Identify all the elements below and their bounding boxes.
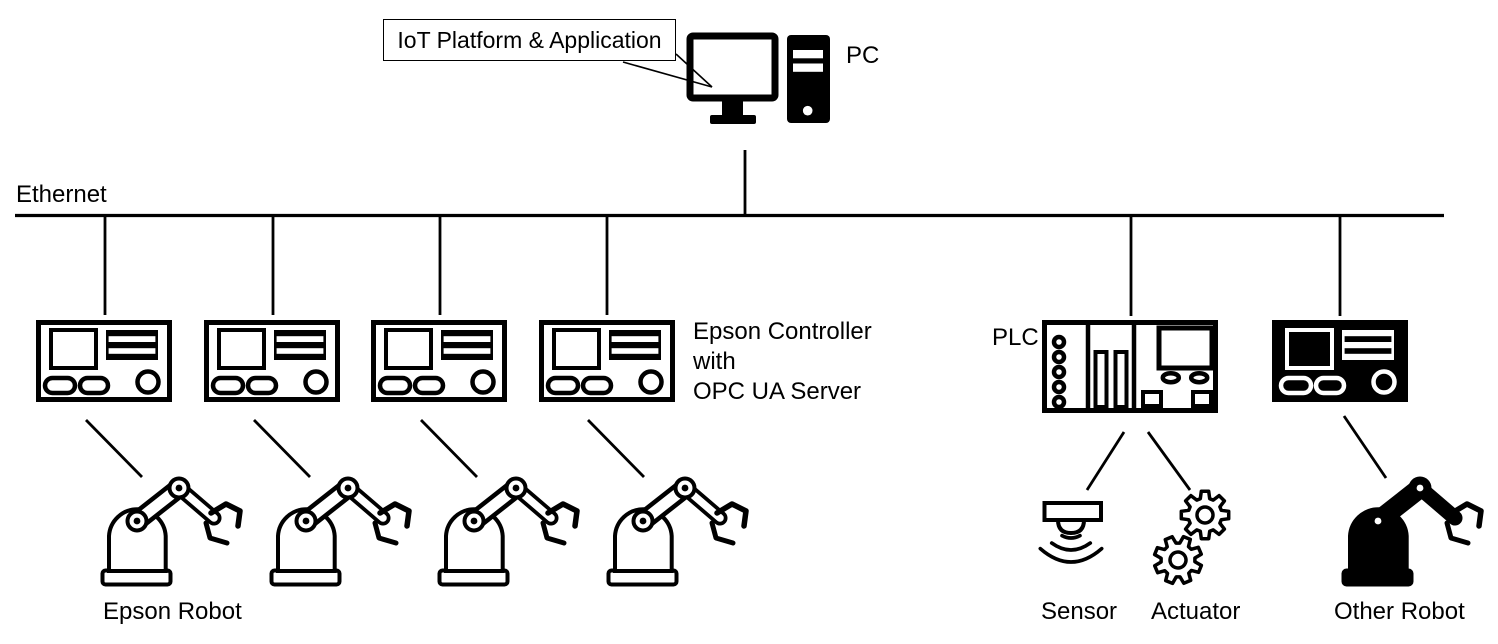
epson-controller-label-line3: OPC UA Server <box>693 378 862 405</box>
epson-robot-label: Epson Robot <box>103 598 242 625</box>
epson-robot-icon-3 <box>437 474 587 592</box>
ethernet-label: Ethernet <box>16 181 107 208</box>
epson-controller-label-line1: Epson Controller <box>693 318 872 345</box>
pc-label: PC <box>846 42 880 69</box>
epson-controller-label-line2: with <box>693 348 736 375</box>
epson-controller-icon-1 <box>36 320 172 402</box>
link-plc-sensor <box>1085 431 1126 491</box>
link-controller2-robot2 <box>253 419 311 478</box>
link-controller1-robot1 <box>85 419 143 478</box>
epson-controller-icon-3 <box>371 320 507 402</box>
pc-monitor <box>686 32 779 102</box>
epson-robot-icon-4 <box>606 474 756 592</box>
epson-controller-label: Epson Controller with OPC UA Server <box>693 317 872 407</box>
iot-platform-callout-label: IoT Platform & Application <box>397 26 662 53</box>
other-controller-icon <box>1272 320 1408 402</box>
other-robot-label: Other Robot <box>1334 598 1465 625</box>
plc-label: PLC <box>992 324 1039 351</box>
link-other-controller-robot <box>1342 415 1388 479</box>
actuator-gears-icon <box>1146 489 1231 590</box>
sensor-label: Sensor <box>1041 598 1118 625</box>
sensor-icon <box>1038 501 1104 564</box>
actuator-label: Actuator <box>1151 598 1241 625</box>
epson-robot-icon-1 <box>100 474 250 592</box>
iot-platform-callout: IoT Platform & Application <box>383 19 676 61</box>
other-robot-icon <box>1341 474 1491 592</box>
pc-icon <box>686 32 830 124</box>
link-controller3-robot3 <box>420 419 478 478</box>
epson-controller-icon-2 <box>204 320 340 402</box>
plc-icon <box>1042 320 1218 413</box>
epson-controller-icon-4 <box>539 320 675 402</box>
link-plc-actuator <box>1146 431 1192 491</box>
link-controller4-robot4 <box>587 419 645 478</box>
epson-robot-icon-2 <box>269 474 419 592</box>
